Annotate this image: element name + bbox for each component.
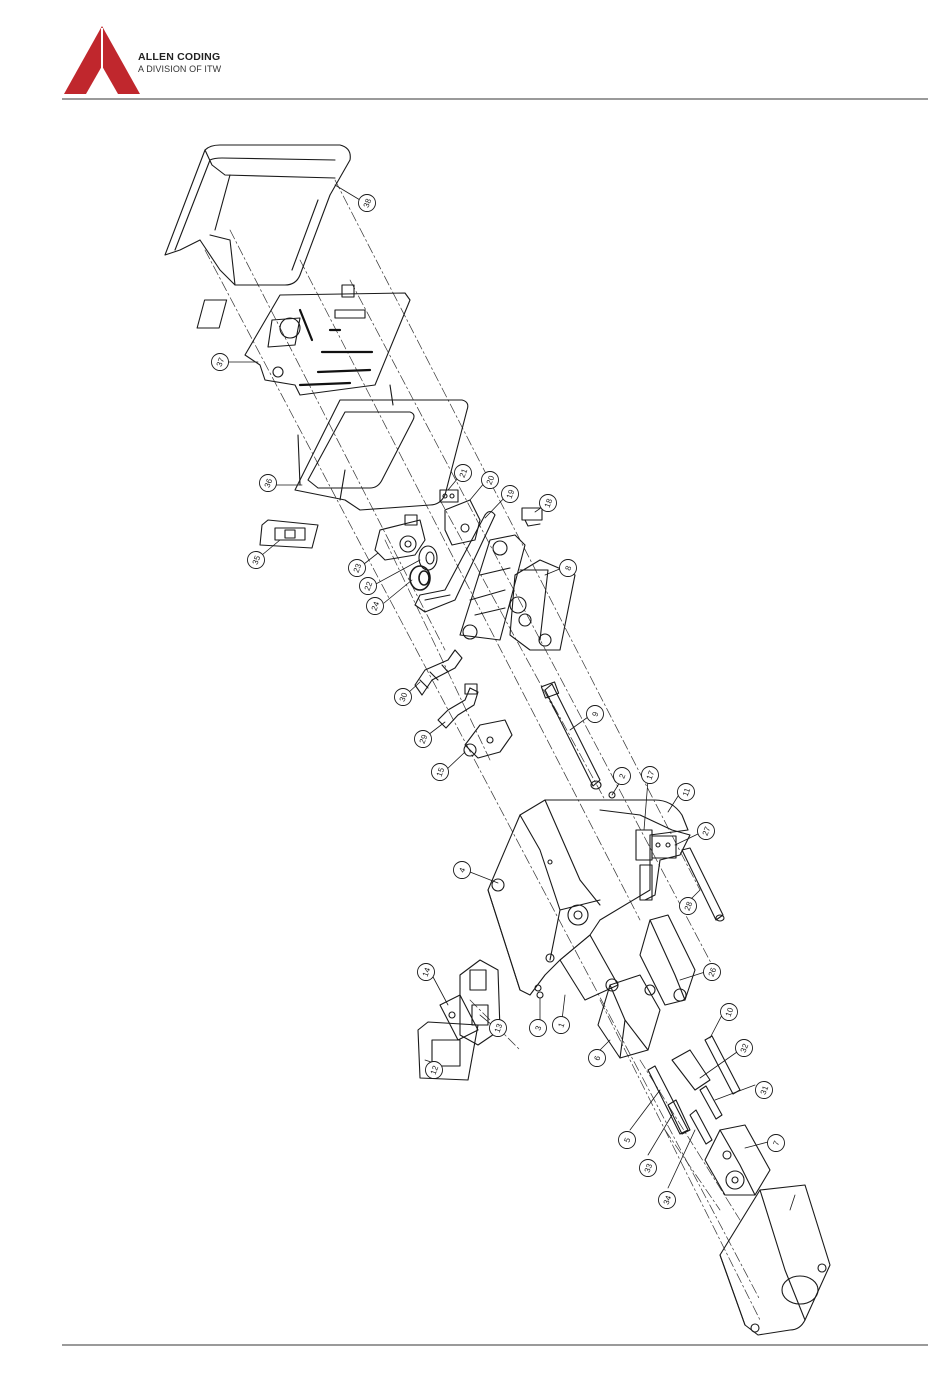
part-block-27 [652, 836, 676, 858]
page-header: ALLEN CODING A DIVISION OF ITW [0, 0, 950, 100]
brand-subtitle: A DIVISION OF ITW [138, 63, 221, 75]
part-cable-29 [438, 684, 478, 728]
part-pcb-37 [197, 285, 410, 395]
exploded-assembly-diagram: 3837363521201918232224830291592171127428… [0, 100, 950, 1340]
part-cable-30 [415, 650, 462, 695]
footer-divider [62, 1344, 928, 1346]
part-clip-18 [522, 508, 542, 526]
part-block-20 [445, 500, 480, 545]
part-mounting-plate-36 [295, 385, 468, 510]
part-motor-6 [598, 975, 660, 1058]
allen-coding-logo-icon [64, 26, 144, 96]
part-housing-4 [488, 792, 688, 995]
leader-lines [228, 185, 795, 1210]
part-block-26 [640, 915, 695, 1005]
brand-name: ALLEN CODING [138, 51, 221, 63]
part-motor-5 [705, 1125, 770, 1195]
part-rod-31 [700, 1086, 722, 1119]
part-box-7 [720, 1185, 830, 1335]
part-3 [537, 992, 543, 998]
part-bracket-23 [375, 515, 425, 560]
part-rod-10 [648, 1036, 740, 1134]
part-pulley-24 [410, 566, 430, 590]
part-sensor-15 [464, 720, 512, 758]
assembly-axes [205, 180, 760, 1320]
part-connector-21 [440, 490, 458, 502]
part-module-35 [260, 520, 318, 548]
part-rod-34 [690, 1110, 712, 1144]
part-bracket-32 [672, 1050, 710, 1090]
brand-block: ALLEN CODING A DIVISION OF ITW [138, 51, 221, 75]
part-cover-38 [165, 145, 350, 285]
